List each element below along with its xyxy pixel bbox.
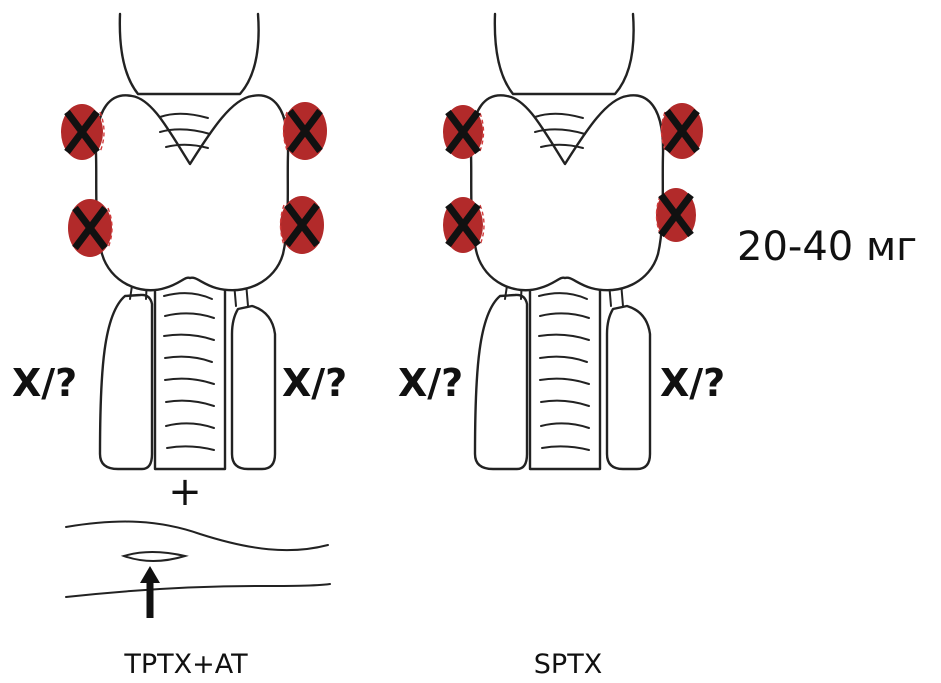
parathyroid-left-upper [443, 105, 484, 159]
forearm-sketch [66, 522, 330, 618]
plus-sign: + [168, 469, 202, 515]
parathyroid-right-lower-remnant [656, 188, 696, 242]
neck-anatomy-left [96, 14, 288, 469]
panel-caption: SPTX [534, 649, 602, 680]
side-mark-left: X/? [12, 361, 77, 405]
parathyroid-right-lower [280, 196, 324, 254]
up-arrow-icon [140, 566, 160, 618]
remnant-weight-label: 20-40 мг [737, 224, 917, 270]
neck-anatomy-right [471, 14, 663, 469]
side-mark-left: X/? [398, 361, 463, 405]
parathyroid-left-lower [68, 199, 112, 257]
panel-sptx: X/? X/? SPTX [398, 14, 725, 680]
panel-tptx-at: X/? X/? + TPTX+AT [12, 14, 347, 680]
panel-caption: TPTX+AT [123, 649, 248, 680]
side-mark-right: X/? [660, 361, 725, 405]
parathyroid-right-upper [661, 103, 703, 159]
side-mark-right: X/? [282, 361, 347, 405]
parathyroid-right-upper [283, 102, 327, 160]
parathyroid-left-lower [443, 197, 484, 253]
